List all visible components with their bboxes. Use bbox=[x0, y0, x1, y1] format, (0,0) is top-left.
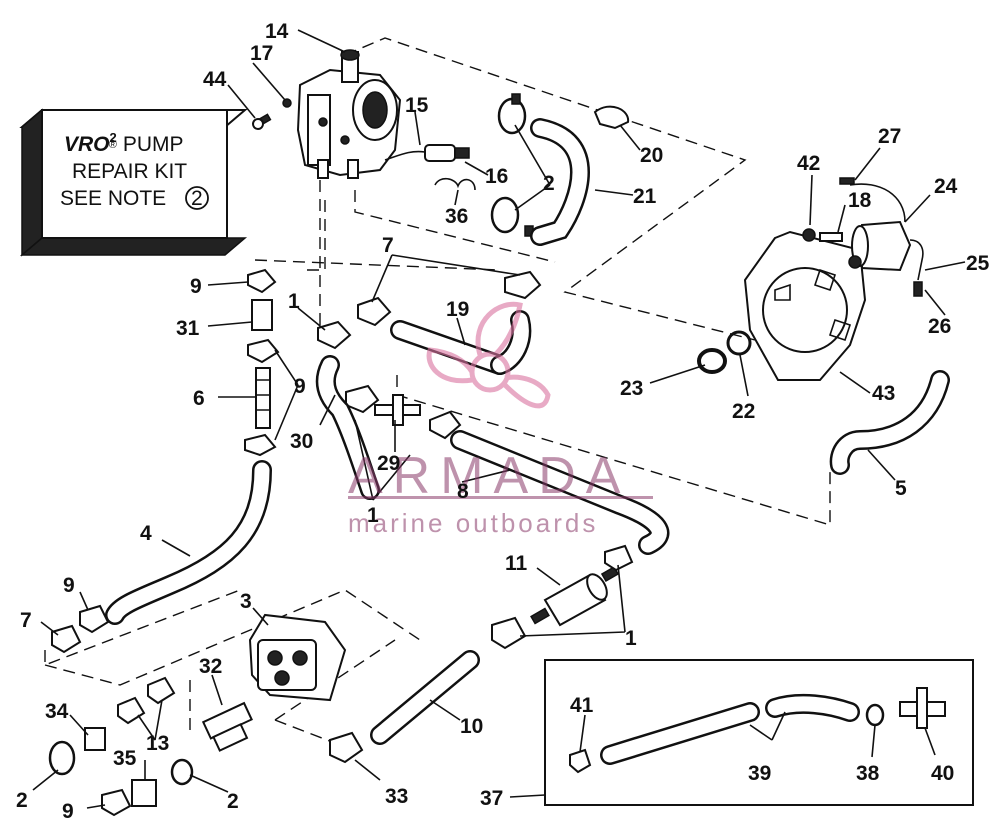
callout-3: 3 bbox=[240, 590, 252, 613]
callout-25: 25 bbox=[966, 252, 990, 275]
callout-9-left: 9 bbox=[63, 574, 75, 597]
fitting-35 bbox=[131, 779, 157, 807]
washer-42 bbox=[802, 228, 816, 242]
callout-9-mid: 9 bbox=[294, 375, 306, 398]
callout-20: 20 bbox=[640, 144, 663, 167]
callout-13: 13 bbox=[146, 732, 169, 755]
callout-27: 27 bbox=[878, 125, 901, 148]
note-line-1: VRO2®PUMP bbox=[64, 130, 184, 156]
clamp-2-lower-left bbox=[48, 740, 76, 776]
callout-15: 15 bbox=[405, 94, 429, 117]
callout-38: 38 bbox=[856, 762, 880, 785]
callout-37: 37 bbox=[480, 787, 503, 810]
callout-1-top: 1 bbox=[288, 290, 300, 313]
callout-8: 8 bbox=[457, 480, 469, 503]
callout-44: 44 bbox=[203, 68, 227, 91]
note-line-3: SEE NOTE bbox=[60, 187, 166, 210]
callout-2-lower-left: 2 bbox=[16, 789, 28, 812]
callout-19: 19 bbox=[446, 298, 469, 321]
callout-33: 33 bbox=[385, 785, 408, 808]
callout-11: 11 bbox=[505, 552, 528, 575]
fuel-filter bbox=[530, 566, 620, 627]
callout-26: 26 bbox=[928, 315, 951, 338]
note-number-circle bbox=[185, 186, 209, 210]
callout-43: 43 bbox=[872, 382, 895, 405]
watermark-brand: ARMADA bbox=[348, 447, 630, 505]
callout-5: 5 bbox=[895, 477, 907, 500]
clamp-group-left bbox=[244, 268, 280, 457]
callout-6: 6 bbox=[193, 387, 205, 410]
callout-9-bottom: 9 bbox=[62, 800, 74, 823]
callout-30: 30 bbox=[290, 430, 313, 453]
callout-17: 17 bbox=[250, 42, 273, 65]
clamp-33 bbox=[329, 731, 364, 764]
repair-kit-note-box: VRO2®PUMP REPAIR KIT SEE NOTE 2 bbox=[19, 108, 248, 257]
leader-lines bbox=[32, 29, 966, 809]
clamp-filter-bottom bbox=[491, 616, 527, 650]
callout-10: 10 bbox=[460, 715, 483, 738]
callout-39: 39 bbox=[748, 762, 771, 785]
callout-31: 31 bbox=[176, 317, 200, 340]
callout-22: 22 bbox=[732, 400, 755, 423]
fitting-31 bbox=[251, 299, 273, 331]
callout-7-top: 7 bbox=[382, 234, 394, 257]
seal-23 bbox=[697, 348, 727, 374]
callout-2-lower-center: 2 bbox=[227, 790, 239, 813]
bracket-plate bbox=[743, 230, 867, 381]
callout-41: 41 bbox=[570, 694, 594, 717]
callout-40: 40 bbox=[931, 762, 954, 785]
clamp-2-lower-center bbox=[170, 758, 194, 786]
callout-16: 16 bbox=[485, 165, 508, 188]
hose-kit-box bbox=[544, 659, 974, 806]
clamp-bottom bbox=[490, 196, 520, 234]
callout-18: 18 bbox=[848, 189, 872, 212]
callout-7-left: 7 bbox=[20, 609, 32, 632]
callout-21: 21 bbox=[633, 185, 657, 208]
armada-watermark: ARMADA marine outboards bbox=[348, 301, 653, 538]
clamp-group-lower-left bbox=[51, 604, 110, 654]
pump-washer bbox=[282, 98, 292, 108]
callout-2-top: 2 bbox=[543, 172, 555, 195]
clamp-9-bottom bbox=[101, 788, 132, 817]
callout-23: 23 bbox=[620, 377, 643, 400]
note-number: 2 bbox=[191, 187, 203, 210]
clamp-13b bbox=[147, 676, 176, 705]
clip-20 bbox=[593, 105, 630, 130]
screw-18 bbox=[819, 232, 843, 242]
pressure-switch bbox=[384, 144, 470, 162]
callout-4: 4 bbox=[140, 522, 152, 545]
note-line-2: REPAIR KIT bbox=[72, 160, 187, 183]
clip-36 bbox=[434, 177, 476, 191]
clamp-filter-top bbox=[604, 544, 634, 572]
callout-29: 29 bbox=[377, 452, 400, 475]
fuel-pump bbox=[296, 49, 402, 179]
callout-42: 42 bbox=[797, 152, 820, 175]
callout-numbers: 14 17 44 15 16 36 2 21 20 27 42 18 24 25… bbox=[16, 20, 990, 823]
callout-1-mid: 1 bbox=[367, 504, 379, 527]
callout-24: 24 bbox=[934, 175, 958, 198]
callout-32: 32 bbox=[199, 655, 222, 678]
primer-solenoid bbox=[839, 177, 924, 297]
clamp-13a bbox=[117, 696, 146, 725]
callout-14: 14 bbox=[265, 20, 289, 43]
tee-fitting bbox=[374, 394, 421, 426]
watermark-tagline: marine outboards bbox=[348, 508, 598, 538]
dashed-guide-lines bbox=[44, 37, 831, 746]
connector-32 bbox=[201, 701, 253, 752]
seal-22 bbox=[726, 330, 752, 356]
callout-36: 36 bbox=[445, 205, 468, 228]
primer-bulb-housing bbox=[248, 613, 347, 702]
callout-34: 34 bbox=[45, 700, 69, 723]
inline-filter-6 bbox=[255, 367, 271, 429]
callout-1-right: 1 bbox=[625, 627, 637, 650]
pump-screw bbox=[252, 113, 272, 130]
callout-9-top: 9 bbox=[190, 275, 202, 298]
fitting-34 bbox=[84, 727, 106, 751]
callout-35: 35 bbox=[113, 747, 137, 770]
